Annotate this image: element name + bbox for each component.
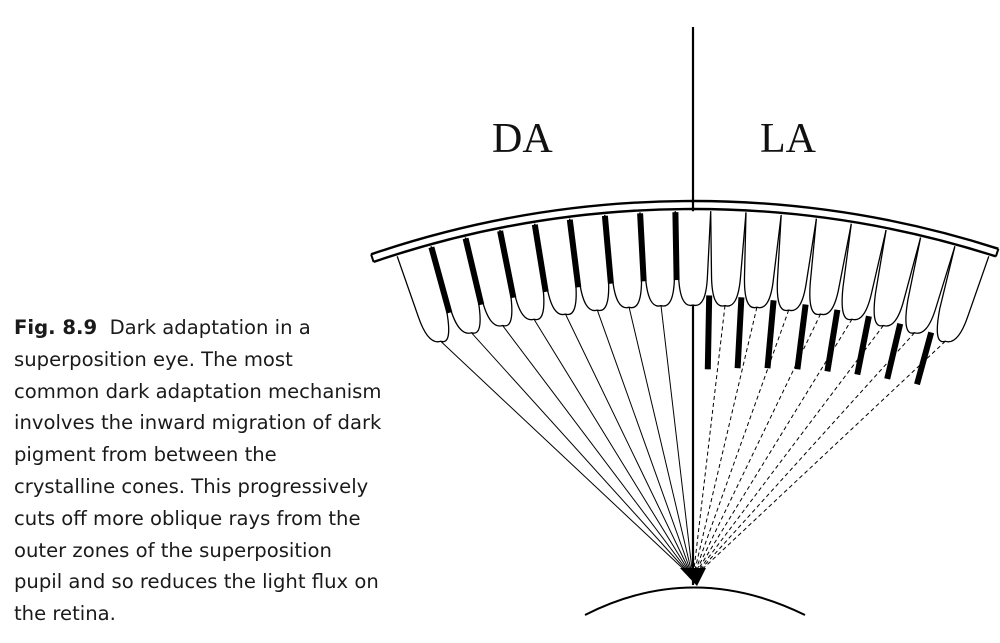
- cornea-right-cap: [994, 248, 1000, 257]
- la-pigment-strip: [734, 297, 745, 369]
- focal-point-blob: [680, 568, 706, 586]
- la-pigment-strip: [764, 300, 777, 369]
- la-dashed-ray: [692, 325, 884, 579]
- la-dashed-ray: [692, 332, 915, 579]
- la-pigment-strip: [704, 295, 713, 370]
- da-pigment-strip: [566, 219, 582, 288]
- da-pigment-strip: [497, 230, 517, 299]
- retina-arc: [584, 568, 806, 616]
- figure-label: Fig. 8.9: [14, 316, 98, 339]
- crystalline-cones: [396, 211, 990, 343]
- da-solid-ray: [533, 318, 694, 579]
- da-pigment-strip: [672, 212, 680, 281]
- la-pigment-strip: [914, 331, 935, 386]
- da-pigment-strip: [428, 246, 453, 314]
- la-dashed-ray: [692, 309, 790, 579]
- la-pigment-strip: [884, 323, 904, 380]
- la-dashed-ray: [692, 340, 946, 579]
- da-solid-ray: [565, 313, 694, 579]
- da-solid-ray: [502, 325, 694, 579]
- cornea-arc: [370, 199, 1000, 264]
- crystalline-cone: [710, 211, 747, 307]
- crystalline-cone: [743, 212, 782, 309]
- da-pigment-strip: [462, 237, 485, 306]
- da-pigment-strip: [637, 213, 647, 282]
- caption-text: Dark adaptation in a superposition eye. …: [14, 316, 382, 626]
- da-pigment-strip: [531, 224, 549, 293]
- la-pigment-strip: [824, 309, 841, 372]
- retina-surface: [584, 586, 806, 616]
- da-solid-ray: [440, 340, 694, 579]
- cornea-inner-arc: [373, 207, 997, 264]
- cornea-outer-arc: [370, 199, 999, 256]
- crystalline-cone: [674, 211, 712, 307]
- da-solid-ray: [628, 307, 694, 579]
- la-dashed-ray: [692, 307, 758, 579]
- la-dashed-ray: [692, 313, 821, 579]
- cornea-left-cap: [370, 253, 375, 263]
- da-solid-ray: [471, 332, 694, 579]
- la-dashed-ray: [692, 318, 853, 579]
- da-pigment-strip: [601, 215, 614, 284]
- da-solid-ray: [596, 309, 694, 579]
- da-pigment-strips: [428, 212, 680, 314]
- la-dashed-ray: [692, 305, 726, 579]
- da-solid-ray: [660, 305, 694, 579]
- da-label: DA: [492, 116, 553, 162]
- light-rays: [440, 305, 946, 579]
- la-pigment-strip: [854, 315, 872, 376]
- la-label: LA: [760, 116, 817, 162]
- figure-caption: Fig. 8.9 Dark adaptation in a superposit…: [14, 312, 384, 630]
